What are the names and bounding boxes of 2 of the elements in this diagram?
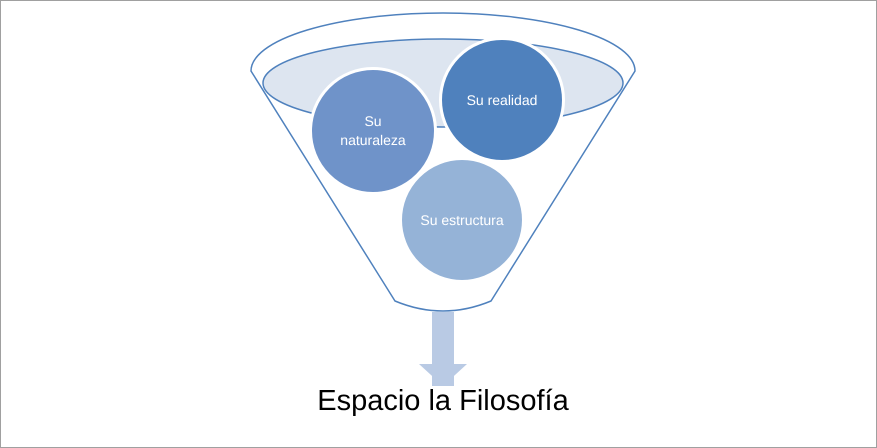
block-arrow (419, 312, 467, 386)
result-label: Espacio la Filosofía (251, 385, 635, 417)
